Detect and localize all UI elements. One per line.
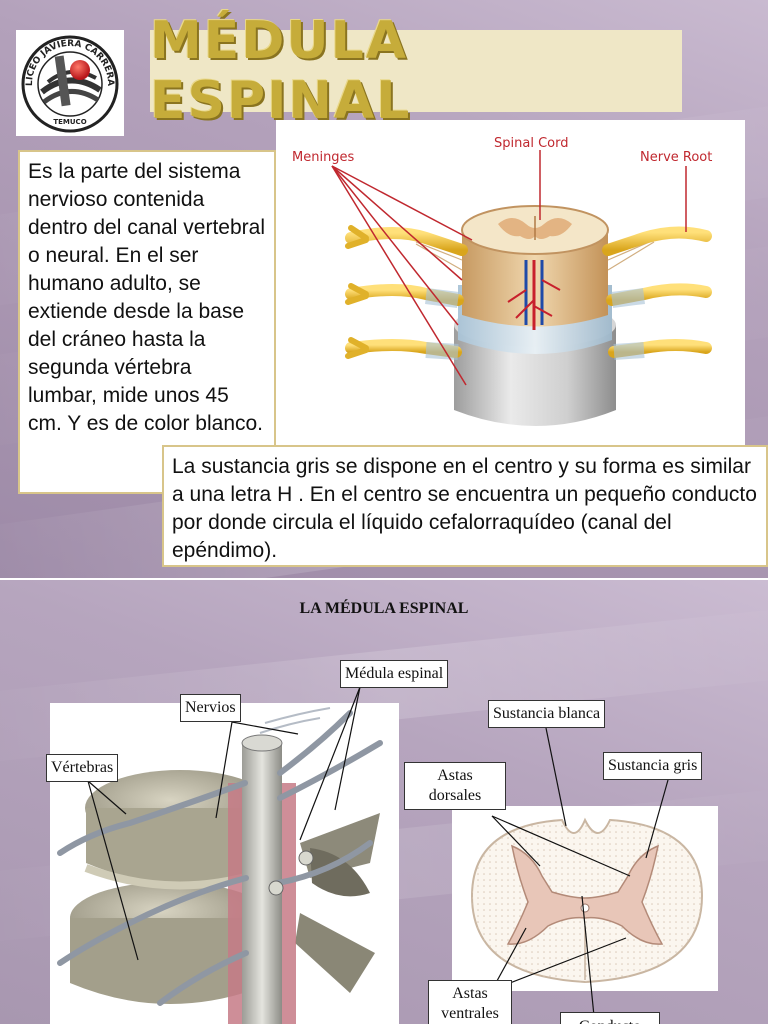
slide-2-title: LA MÉDULA ESPINAL [299, 600, 469, 617]
slide-title: MÉDULA ESPINAL [150, 11, 412, 131]
label-nervios: Nervios [180, 694, 241, 722]
slide-1: LICEO JAVIERA CARRERA TEMUCO MÉDULA ESPI… [0, 0, 768, 578]
label-conducto: Conducto [560, 1012, 660, 1024]
gray-matter-textbox: La sustancia gris se dispone en el centr… [162, 445, 768, 567]
label-medula-espinal: Médula espinal [340, 660, 449, 688]
spinal-cord-label: Spinal Cord [494, 136, 568, 151]
label-sustancia-gris: Sustancia gris [603, 752, 703, 780]
label-leader-lines [87, 686, 669, 1017]
label-sustancia-blanca: Sustancia blanca [488, 700, 606, 728]
school-logo: LICEO JAVIERA CARRERA TEMUCO [16, 30, 124, 136]
cross-section-illustration [452, 806, 718, 991]
label-vertebras: Vértebras [46, 754, 119, 782]
title-banner: MÉDULA ESPINAL [150, 11, 682, 131]
label-astas-dorsales-line1: Astas [437, 767, 473, 784]
logo-text-bottom: TEMUCO [53, 118, 86, 126]
label-astas-ventrales-line2: ventrales [441, 1005, 499, 1022]
label-astas-dorsales-line2: dorsales [428, 787, 482, 804]
description-textbox: Es la parte del sistema nervioso conteni… [18, 150, 276, 494]
nerve-root-label: Nerve Root [640, 150, 712, 165]
meninges-label: Meninges [292, 150, 355, 165]
slide-2: LA MÉDULA ESPINAL [0, 580, 768, 1024]
school-logo-icon: LICEO JAVIERA CARRERA TEMUCO [21, 35, 119, 133]
spinal-cord-diagram: Meninges Spinal Cord Nerve Root [276, 120, 745, 450]
label-astas-dorsales: Astas dorsales [404, 762, 506, 810]
label-astas-ventrales-line1: Astas [452, 985, 488, 1002]
label-astas-ventrales: Astas ventrales [428, 980, 512, 1024]
